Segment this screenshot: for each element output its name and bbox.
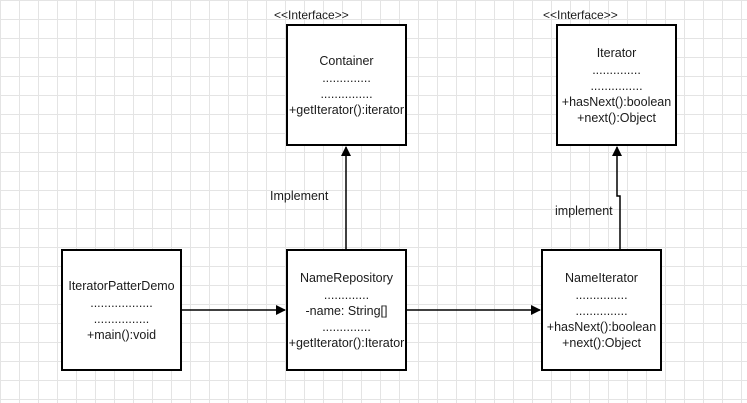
name-iterator-class-box[interactable]: NameIterator ............... ...........… bbox=[541, 249, 662, 371]
repository-line-3: .............. bbox=[322, 319, 371, 334]
iterator-line-1: .............. bbox=[592, 62, 641, 77]
container-stereotype: <<Interface>> bbox=[274, 8, 349, 22]
iterator-interface-box[interactable]: Iterator .............. ............... … bbox=[556, 24, 677, 146]
connector-nameiterator-to-iterator[interactable] bbox=[612, 146, 622, 250]
edge-label-implement-container: Implement bbox=[270, 189, 329, 203]
iterator-stereotype: <<Interface>> bbox=[543, 8, 618, 22]
demo-method-main: +main():void bbox=[86, 327, 157, 342]
iterator-method-hasnext: +hasNext():boolean bbox=[561, 94, 672, 109]
container-interface-box[interactable]: Container .............. ...............… bbox=[286, 24, 407, 146]
repository-method-getiterator: +getIterator():Iterator bbox=[288, 335, 405, 350]
container-title: Container bbox=[319, 53, 374, 68]
name-iterator-line-1: ............... bbox=[575, 287, 628, 302]
demo-class-box[interactable]: IteratorPatterDemo .................. ..… bbox=[61, 249, 182, 371]
demo-line-2: ................ bbox=[93, 311, 150, 326]
name-iterator-line-2: ............... bbox=[575, 303, 628, 318]
container-line-2: ............... bbox=[320, 86, 373, 101]
repository-field-name: -name: String[] bbox=[305, 303, 388, 318]
iterator-line-2: ............... bbox=[590, 78, 643, 93]
name-iterator-method-next: +next():Object bbox=[562, 335, 641, 350]
edge-label-implement-iterator: implement bbox=[555, 204, 613, 218]
iterator-method-next: +next():Object bbox=[577, 110, 656, 125]
container-line-1: .............. bbox=[322, 70, 371, 85]
name-repository-class-box[interactable]: NameRepository ............. -name: Stri… bbox=[286, 249, 407, 371]
repository-title: NameRepository bbox=[299, 270, 394, 285]
repository-line-1: ............. bbox=[323, 287, 370, 302]
demo-line-1: .................. bbox=[90, 295, 153, 310]
iterator-title: Iterator bbox=[596, 45, 637, 60]
container-method: +getIterator():iterator bbox=[289, 102, 404, 117]
name-iterator-method-hasnext: +hasNext():boolean bbox=[546, 319, 657, 334]
demo-title: IteratorPatterDemo bbox=[68, 278, 175, 293]
name-iterator-title: NameIterator bbox=[565, 270, 638, 285]
